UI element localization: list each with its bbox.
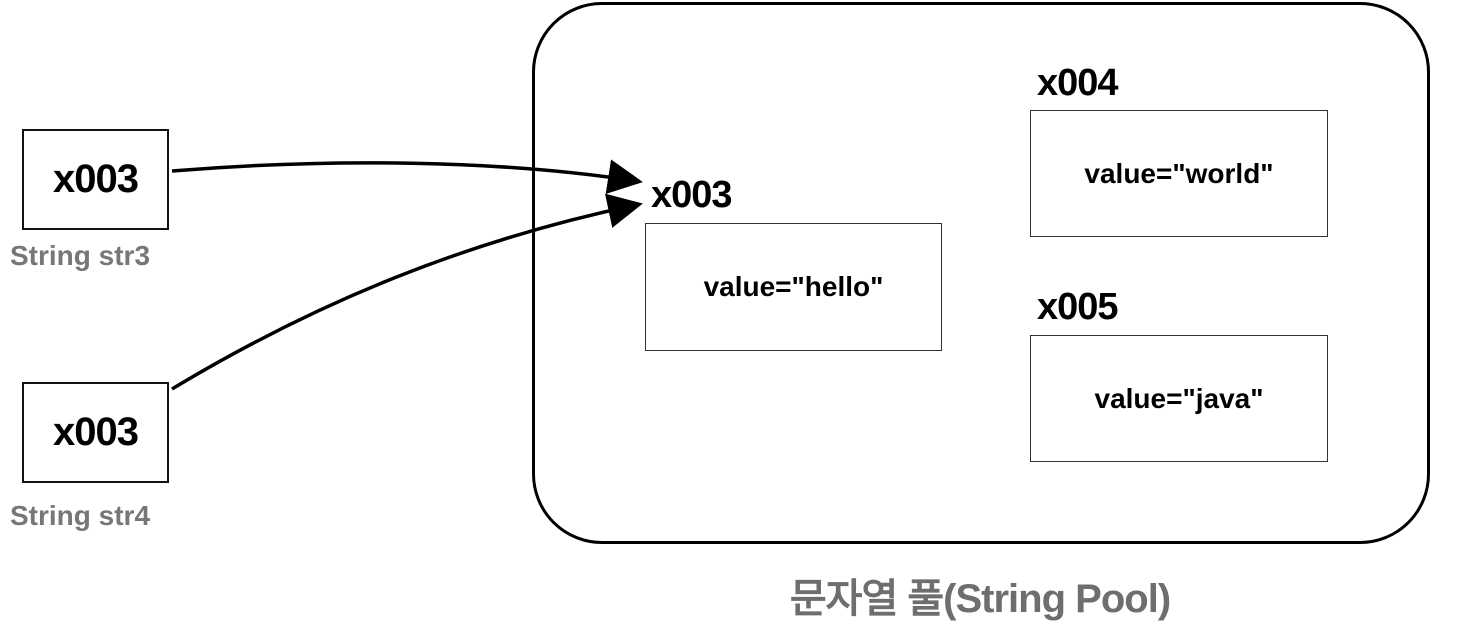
pool-entry-address-hello: x003	[651, 174, 733, 216]
string-pool-container	[532, 2, 1430, 544]
string-pool-caption: 문자열 풀(String Pool)	[789, 577, 1171, 621]
pool-entry-hello: value="hello"	[645, 223, 942, 351]
str4-variable-label: String str4	[10, 500, 151, 531]
pool-entry-java: value="java"	[1030, 335, 1328, 462]
str4-reference-box: x003	[22, 382, 169, 483]
str4-to-hello-arrow	[171, 193, 643, 391]
str3-to-hello-arrow	[171, 159, 643, 195]
pool-entry-address-world: x004	[1037, 62, 1119, 104]
pool-entry-address-java: x005	[1037, 286, 1119, 328]
pool-entry-world: value="world"	[1030, 110, 1328, 237]
str3-variable-label: String str3	[10, 240, 151, 271]
str3-reference-box: x003	[22, 129, 169, 230]
